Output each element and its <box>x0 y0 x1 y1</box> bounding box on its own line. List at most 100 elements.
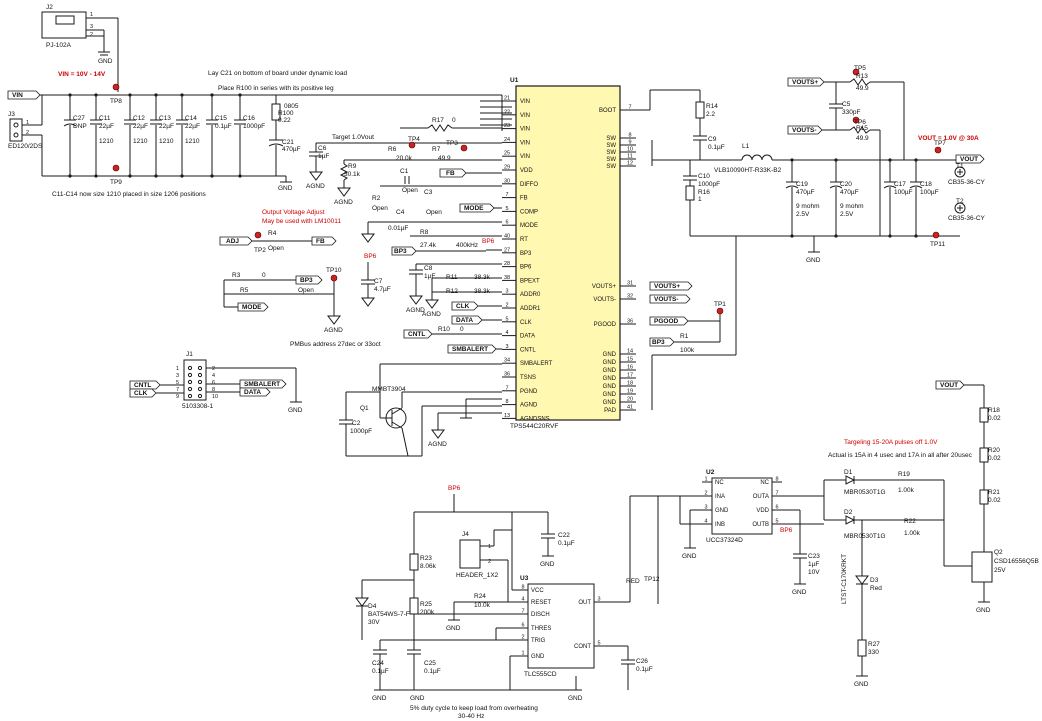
u2-pin-name: VDD <box>756 508 769 514</box>
u1-pin-num: 3 <box>505 289 508 295</box>
output-cap-ref: C20 <box>840 181 852 188</box>
u1-pin-num: 4 <box>505 330 508 336</box>
tp10-label: TP10 <box>326 267 342 274</box>
c5-ref: C5 <box>842 101 851 108</box>
u1-pin-num: 8 <box>628 133 631 139</box>
u1-pin-num: 36 <box>504 372 510 378</box>
load-stage: VOUT R18 0.02 R20 0.02 R21 0.02 Q2 CSD16… <box>935 380 1039 614</box>
u1-pin-num: 16 <box>627 365 633 371</box>
j2-pin2: 2 <box>90 32 93 38</box>
r15-value: 49.9 <box>856 135 869 142</box>
r23-ref: R23 <box>420 555 432 562</box>
c26-value: 0.1µF <box>636 666 653 673</box>
q2-ref: Q2 <box>994 549 1003 556</box>
u1-pin-num: 11 <box>627 154 633 160</box>
r9-value: 30.1k <box>344 171 361 178</box>
red-net-label: RED <box>626 578 640 585</box>
u3-pin-name: THRES <box>531 626 551 632</box>
input-cap-pkg: 1210 <box>133 138 148 145</box>
input-cap-value: 22µF <box>133 123 148 130</box>
gnd-c25: GND <box>410 695 425 702</box>
u1-pin-name: VOUTS+ <box>592 284 617 290</box>
mode-flag-u1: MODE <box>464 205 484 212</box>
d1-ref: D1 <box>844 469 853 476</box>
j2-pin3: 3 <box>90 24 93 30</box>
q1-part: MMBT3904 <box>372 386 406 393</box>
tp6-label: TP6 <box>854 119 866 126</box>
u1-pin-num: 7 <box>628 105 631 111</box>
u1-pin-name: AGND <box>520 403 538 409</box>
d4-ref: D4 <box>368 603 377 610</box>
u1-pin-num: 25 <box>504 151 510 157</box>
output-cap-ref: C18 <box>920 181 932 188</box>
bp6-flag-c7: BP6 <box>364 253 377 260</box>
j1-pin-num: 1 <box>176 366 179 372</box>
pgood-flag-u1: PGOOD <box>654 318 679 325</box>
r100-value: 0.22 <box>278 117 291 124</box>
c10-value: 1000pF <box>698 181 720 188</box>
tp7-marker <box>934 146 942 154</box>
d2-part: MBR0530T1G <box>844 533 886 540</box>
input-cap-value: DNP <box>73 123 87 130</box>
r20-ref: R20 <box>988 447 1000 454</box>
u1-pin-name: ADDR1 <box>520 306 541 312</box>
r23-value: 8.06k <box>420 563 437 570</box>
r3-value: 0 <box>262 272 266 279</box>
r4-value: Open <box>268 245 284 252</box>
u1-pin-name: VIN <box>520 127 530 133</box>
u1-pin-name: VDD <box>520 168 533 174</box>
input-cap-pkg: 1210 <box>99 138 114 145</box>
j3-part: ED120/2DS <box>8 143 43 150</box>
tp9-marker <box>112 164 120 172</box>
output-cap-value: 100µF <box>920 189 939 196</box>
u1-pin-name: PGND <box>520 389 538 395</box>
c1-value: Open <box>402 187 418 194</box>
c22-ref: C22 <box>558 532 570 539</box>
gnd-r24: GND <box>446 625 461 632</box>
u1-pin-num: 24 <box>504 137 510 143</box>
tp11-label: TP11 <box>930 241 945 248</box>
u1-pin-name: DATA <box>520 334 535 340</box>
connector-j3: J3 1 2 ED120/2DS <box>8 95 43 176</box>
tp9-label: TP9 <box>110 179 122 186</box>
bp6-flag-555: BP6 <box>448 485 461 492</box>
duty-note-1: 5% duty cycle to keep load from overheat… <box>410 705 538 712</box>
u1-pin-name: SW <box>606 150 616 156</box>
input-cap-ref: C13 <box>159 115 171 122</box>
j1-pin-num: 8 <box>212 387 215 393</box>
d3-color: Red <box>870 585 882 592</box>
q2-volt: 25V <box>994 567 1006 574</box>
j1-pin-num: 5 <box>176 380 179 386</box>
j1-pin-num: 6 <box>212 380 215 386</box>
r18-value: 0.02 <box>988 415 1001 422</box>
u1-pin-num: 30 <box>504 178 510 184</box>
r7-value: 49.9 <box>438 155 451 162</box>
u1-pin-num: 28 <box>504 261 510 267</box>
u1-pin-num: 2 <box>505 303 508 309</box>
c6-value: 1µF <box>318 153 329 160</box>
gnd-q2: GND <box>976 607 991 614</box>
j4-part: HEADER_1X2 <box>456 572 499 579</box>
tp11-marker <box>932 231 940 239</box>
input-cap-ref: C14 <box>185 115 197 122</box>
bp6-flag-u2: BP6 <box>780 527 793 534</box>
u2-pin-num: 6 <box>775 505 778 511</box>
u3-pin-num: 2 <box>521 635 524 641</box>
input-cap-ref: C15 <box>215 115 227 122</box>
u3-pin-num: 7 <box>521 609 524 615</box>
u1-pin-num: 9 <box>628 140 631 146</box>
r18-ref: R18 <box>988 407 1000 414</box>
u1-pin-num: 31 <box>627 281 633 287</box>
r6-value: 20.0k <box>396 155 413 162</box>
input-cap-ref: C11 <box>99 115 111 122</box>
u1-pin-name: GND <box>603 360 617 366</box>
u3-pin-num: 4 <box>521 597 524 603</box>
output-cap-ref: C17 <box>894 181 906 188</box>
r5-value: Open <box>298 287 314 294</box>
u1-pin-num: 3 <box>505 344 508 350</box>
j2-gnd: GND <box>98 58 113 65</box>
u3-pin-name: GND <box>531 654 545 660</box>
j2-ref: J2 <box>46 4 53 11</box>
